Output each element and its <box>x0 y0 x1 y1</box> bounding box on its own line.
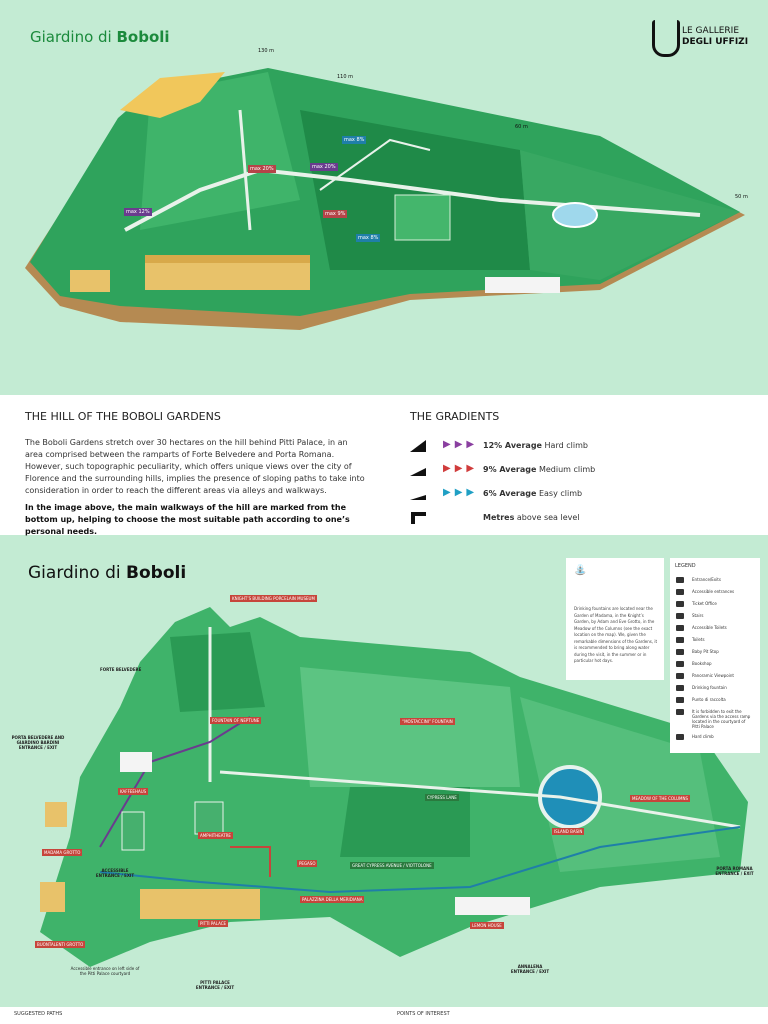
hard-climb-icon <box>676 734 684 740</box>
forbidden-icon <box>676 709 684 715</box>
gradient-row: ▶▶▶ 6% Average Easy climb <box>410 486 750 506</box>
map-label-cypress-lane: CYPRESS LANE <box>425 794 459 801</box>
drinking-water-text: Drinking fountains are located near the … <box>574 606 658 663</box>
legend-item: Bookshop <box>692 661 712 666</box>
entrance-icon <box>676 577 684 583</box>
map-label-meadow: MEADOW OF THE COLUMNS <box>630 795 691 802</box>
assembly-point-icon <box>676 697 684 703</box>
map-label-amphitheatre: AMPHITHEATRE <box>198 832 233 839</box>
map-label-madama: MADAMA GROTTO <box>42 849 83 856</box>
stairs-icon <box>676 613 684 619</box>
gradient-tag: max 8% <box>342 136 367 144</box>
medium-climb-icon <box>410 468 426 476</box>
drinking-water-note: ⛲ Drinking fountains are located near th… <box>566 558 664 680</box>
garden-map-illustration <box>40 607 748 967</box>
legend-item: Entrance/Exits <box>692 577 721 582</box>
fountain-icon <box>676 685 684 691</box>
legend-item: Accessible entrances <box>692 589 735 594</box>
altitude-marker: 130 m <box>258 48 275 54</box>
gradient-tag: max 8% <box>356 234 381 242</box>
map-label-neptune: FOUNTAIN OF NEPTUNE <box>210 717 262 724</box>
footer-bar <box>0 1007 768 1024</box>
footer-suggested-paths: SUGGESTED PATHS <box>14 1011 63 1017</box>
logo-line-1: LE GALLERIE <box>682 26 740 36</box>
accessible-entrance-icon <box>676 589 684 595</box>
map-label-buontalenti: BUONTALENTI GROTTO <box>35 941 86 948</box>
gradient-row: Metres above sea level <box>410 510 750 530</box>
accessible-toilet-icon <box>676 625 684 631</box>
easy-climb-icon <box>410 495 426 500</box>
map-label-great-cypress: GREAT CYPRESS AVENUE / VIOTTOLONE <box>350 862 434 869</box>
gradient-tag: max 20% <box>310 163 338 171</box>
ticket-icon <box>676 601 684 607</box>
map-label-pitti-entrance: PITTI PALACE ENTRANCE / EXIT <box>195 980 235 990</box>
legend-item: Accessible Toilets <box>692 625 727 630</box>
baby-icon <box>676 649 684 655</box>
altitude-marker: 50 m <box>735 194 748 200</box>
uffizi-logo-mark <box>652 20 680 57</box>
map-legend: LEGEND Entrance/Exits Accessible entranc… <box>670 558 760 753</box>
map-label-forte: FORTE BELVEDERE <box>100 667 142 672</box>
hill-description: The Boboli Gardens stretch over 30 hecta… <box>25 438 365 495</box>
gradient-label: Metres above sea level <box>483 513 580 522</box>
legend-item: Stairs <box>692 613 704 618</box>
gradient-tag: max 9% <box>323 210 348 218</box>
map-label-knights: KNIGHT’S BUILDING PORCELAIN MUSEUM <box>230 595 317 602</box>
map-label-accessible: ACCESSIBLE ENTRANCE / EXIT <box>95 868 135 878</box>
map-label-mostaccini: “MOSTACCINI” FOUNTAIN <box>400 718 455 725</box>
gradient-row: ▶▶▶ 9% Average Medium climb <box>410 462 750 482</box>
map-label-kaffeehaus: KAFFEEHAUS <box>118 788 149 795</box>
map-label-pegaso: PEGASO <box>297 860 318 867</box>
legend-item: Baby Pit Stop <box>692 649 719 654</box>
map-label-porta-belvedere: PORTA BELVEDERE AND GIARDINO BARDINI ENT… <box>11 735 65 750</box>
gradient-tag: max 20% <box>248 165 276 173</box>
legend-item: Panoramic Viewpoint <box>692 673 734 678</box>
hill-description-bold: In the image above, the main walkways of… <box>25 503 350 536</box>
gradient-label: 12% Average Hard climb <box>483 441 588 450</box>
gradient-row: ▶▶▶ 12% Average Hard climb <box>410 438 750 458</box>
legend-item: It is forbidden to exit the Gardens via … <box>692 709 751 729</box>
legend-item: Toilets <box>692 637 705 642</box>
hill-heading: THE HILL OF THE BOBOLI GARDENS <box>25 410 221 423</box>
gradient-arrows: ▶▶▶ <box>443 487 479 498</box>
map-label-porta-romana: PORTA ROMANA ENTRANCE / EXIT <box>715 866 754 876</box>
page-title: Giardino di Boboli <box>30 28 170 46</box>
gradient-arrows: ▶▶▶ <box>443 439 479 450</box>
map-label-accessible-note: Accessible entrance on left side of the … <box>70 966 140 976</box>
map-label-pitti-palace: PITTI PALACE <box>198 920 229 927</box>
legend-item: Hard climb <box>692 734 714 739</box>
hard-climb-icon <box>410 440 426 452</box>
legend-item: Drinking fountain <box>692 685 727 690</box>
gradient-arrows: ▶▶▶ <box>443 463 479 474</box>
bookshop-icon <box>676 661 684 667</box>
footer-points-of-interest: POINTS OF INTEREST <box>397 1011 450 1017</box>
info-section <box>0 395 768 535</box>
viewpoint-icon <box>676 673 684 679</box>
logo-line-2: DEGLI UFFIZI <box>682 37 749 47</box>
map-label-annalena: ANNALENA ENTRANCE / EXIT <box>510 964 550 974</box>
legend-item: Punto di raccolta <box>692 697 726 702</box>
altitude-flag-icon <box>411 512 426 524</box>
map-label-meridiana: PALAZZINA DELLA MERIDIANA <box>300 896 365 903</box>
drinking-fountain-icon: ⛲ <box>574 565 587 576</box>
gradient-tag: max 12% <box>124 208 152 216</box>
perspective-map-illustration <box>25 68 745 330</box>
legend-item: Ticket Office <box>692 601 717 606</box>
legend-title: LEGEND <box>675 563 696 569</box>
map-label-lemon: LEMON HOUSE <box>470 922 504 929</box>
gradient-label: 6% Average Easy climb <box>483 489 583 498</box>
gradients-heading: THE GRADIENTS <box>410 410 500 423</box>
gradient-label: 9% Average Medium climb <box>483 465 596 474</box>
garden-map-title: Giardino di Boboli <box>28 563 187 583</box>
map-label-island: ISLAND BASIN <box>552 828 585 835</box>
toilet-icon <box>676 637 684 643</box>
altitude-marker: 110 m <box>337 74 354 80</box>
altitude-marker: 60 m <box>515 124 528 130</box>
